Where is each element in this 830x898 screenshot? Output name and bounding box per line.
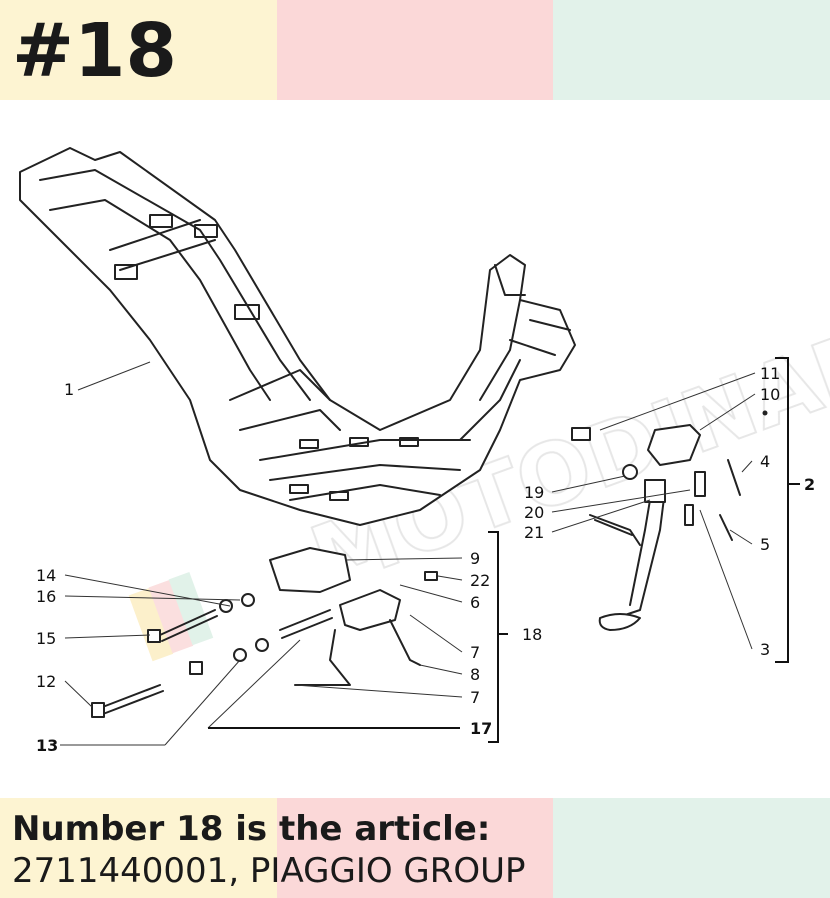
side-stand-group bbox=[571, 410, 768, 631]
frame-part-1 bbox=[19, 147, 576, 526]
header-band-mint bbox=[553, 0, 830, 100]
callout-2: 2 bbox=[804, 475, 815, 494]
callout-21: 21 bbox=[524, 523, 544, 542]
caption-heading: Number 18 is the article: bbox=[12, 809, 491, 849]
callout-12: 12 bbox=[36, 672, 56, 691]
callout-7a: 7 bbox=[470, 643, 480, 662]
callout-13: 13 bbox=[36, 736, 58, 755]
page-title: #18 bbox=[12, 8, 177, 94]
callout-22: 22 bbox=[470, 571, 490, 590]
callout-8: 8 bbox=[470, 665, 480, 684]
centre-stand-group bbox=[91, 547, 438, 718]
leader-lines bbox=[60, 361, 756, 746]
callout-10: 10 bbox=[760, 385, 780, 404]
callout-18: 18 bbox=[522, 625, 542, 644]
callout-9: 9 bbox=[470, 549, 480, 568]
callout-11: 11 bbox=[760, 364, 780, 383]
callout-16: 16 bbox=[36, 587, 56, 606]
callout-3: 3 bbox=[760, 640, 770, 659]
callout-1: 1 bbox=[64, 380, 74, 399]
footer-band-pink bbox=[277, 798, 553, 898]
callout-15: 15 bbox=[36, 629, 56, 648]
caption-article-code: 2711440001, PIAGGIO GROUP bbox=[12, 851, 526, 891]
callout-20: 20 bbox=[524, 503, 544, 522]
exploded-parts-diagram: MOTODINAMICA bbox=[19, 147, 830, 755]
callout-14: 14 bbox=[36, 566, 56, 585]
header-band-pink bbox=[277, 0, 553, 100]
callout-17: 17 bbox=[470, 719, 492, 738]
footer-band-mint bbox=[553, 798, 830, 898]
article-caption: Number 18 is the article: 2711440001, PI… bbox=[12, 808, 526, 892]
header-band-yellow bbox=[0, 0, 277, 100]
callout-7b: 7 bbox=[470, 688, 480, 707]
callout-6: 6 bbox=[470, 593, 480, 612]
group-brackets bbox=[208, 357, 800, 743]
callout-4: 4 bbox=[760, 452, 770, 471]
callout-19: 19 bbox=[524, 483, 544, 502]
callout-labels: 1 2 3 4 5 6 7 7 8 9 10 11 12 13 14 15 16… bbox=[36, 364, 815, 755]
callout-5: 5 bbox=[760, 535, 770, 554]
footer-band bbox=[0, 798, 830, 898]
footer-band-yellow bbox=[0, 798, 277, 898]
header-band bbox=[0, 0, 830, 100]
